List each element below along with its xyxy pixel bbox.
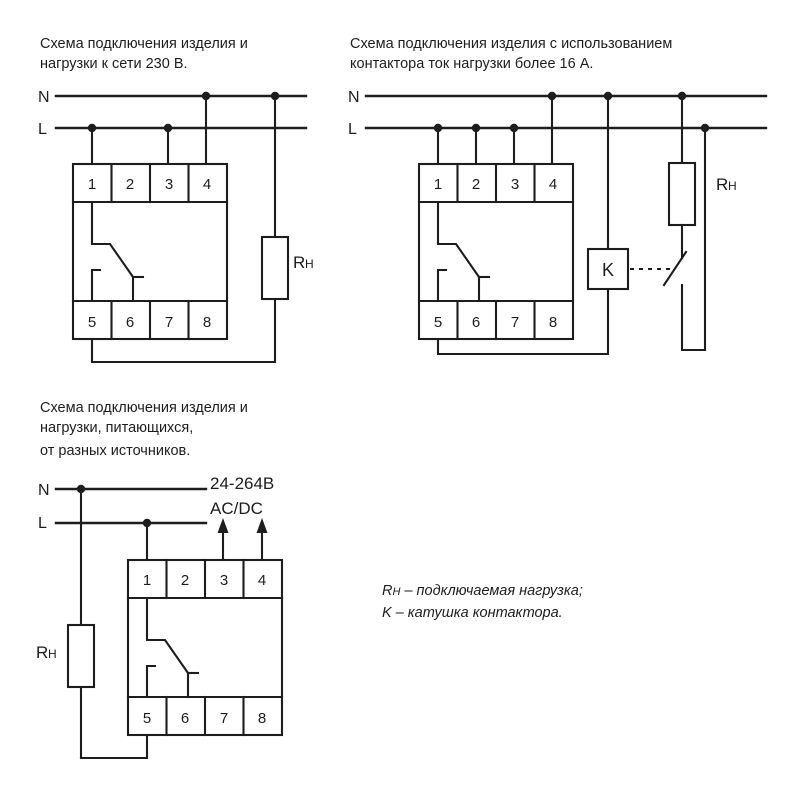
diagram-2-terminal-8: 8 xyxy=(549,314,557,331)
diagram-2-terminal-7: 7 xyxy=(511,314,519,331)
diagram-2-terminal-6: 6 xyxy=(472,314,480,331)
diagram-3-supply-arrow-t4-icon xyxy=(256,518,268,533)
diagram-1-terminal-6: 6 xyxy=(126,314,134,331)
diagram-2-junction-l-return xyxy=(700,123,710,133)
diagram-3-load-label-sub: H xyxy=(48,647,57,661)
legend-rh-main: R xyxy=(382,583,393,599)
diagram-3-terminal-7: 7 xyxy=(220,710,228,727)
diagram-1-junction-l1 xyxy=(87,123,97,133)
diagram-1-load-resistor xyxy=(260,235,290,301)
diagram-3-terminal-2: 2 xyxy=(181,572,189,589)
diagram-2-load-label: R xyxy=(716,175,728,194)
diagram-1-title-line-2: нагрузки к сети 230 В. xyxy=(40,56,188,72)
diagram-3-supply-arrow-t3-icon xyxy=(217,518,229,533)
diagram-2: Схема подключения изделия с использовани… xyxy=(348,36,768,356)
diagram-2-load-label-sub: H xyxy=(728,179,737,193)
diagram-2-relay-fixed-contact-t5 xyxy=(436,268,448,303)
diagram-3-relay-fixed-contact-t5 xyxy=(145,664,157,699)
diagram-3-relay-moving-contact xyxy=(145,596,190,675)
diagram-2-terminal-3: 3 xyxy=(511,176,519,193)
diagram-2-terminal-1: 1 xyxy=(434,176,442,193)
diagram-3-load-resistor xyxy=(66,623,96,689)
diagram-3-title-line-2: нагрузки, питающихся, xyxy=(40,420,193,436)
diagram-2-junction-n-load xyxy=(677,91,687,101)
diagram-1-junction-n-load xyxy=(270,91,280,101)
diagram-1-load-label: R xyxy=(293,253,305,272)
diagram-3-title-line-1: Схема подключения изделия и xyxy=(40,400,248,416)
diagram-3-terminal-6: 6 xyxy=(181,710,189,727)
diagram-3-rail-label-n: N xyxy=(38,482,50,499)
legend-line-2: K – катушка контактора. xyxy=(382,605,563,621)
diagram-2-rail-label-l: L xyxy=(348,121,357,138)
diagram-1-terminal-4: 4 xyxy=(203,176,211,193)
diagram-2-t5-to-coil-return xyxy=(436,286,610,356)
diagram-1-terminal-7: 7 xyxy=(165,314,173,331)
legend: RH – подключаемая нагрузка; K – катушка … xyxy=(382,583,583,621)
diagram-3-terminal-8: 8 xyxy=(258,710,266,727)
diagram-3: Схема подключения изделия и нагрузки, пи… xyxy=(36,400,284,760)
diagram-2-switch-to-return-wire xyxy=(680,283,707,352)
diagram-1-terminal-2: 2 xyxy=(126,176,134,193)
diagram-2-load-resistor xyxy=(667,161,697,227)
diagram-3-terminal-4: 4 xyxy=(258,572,266,589)
diagram-2-contactor-coil xyxy=(586,247,630,291)
diagram-1-rail-label-n: N xyxy=(38,89,50,106)
diagram-1-load-label-sub: H xyxy=(305,257,314,271)
diagram-2-terminal-4: 4 xyxy=(549,176,557,193)
diagram-1-relay-fixed-contact-t5 xyxy=(90,268,102,303)
legend-rh-rest: – подключаемая нагрузка; xyxy=(400,583,582,599)
diagram-1-junction-l3 xyxy=(163,123,173,133)
diagram-1-terminal-3: 3 xyxy=(165,176,173,193)
diagram-2-coil-label: K xyxy=(602,260,614,280)
diagram-1: Схема подключения изделия и нагрузки к с… xyxy=(38,36,314,364)
diagram-3-load-label: R xyxy=(36,643,48,662)
diagram-3-t5-to-load-return xyxy=(79,733,149,760)
diagram-3-rail-label-l: L xyxy=(38,515,47,532)
diagram-1-relay-moving-contact xyxy=(90,200,135,279)
diagram-2-rail-label-n: N xyxy=(348,89,360,106)
diagram-1-t5-to-load-return xyxy=(90,337,277,364)
diagram-1-rail-label-l: L xyxy=(38,121,47,138)
diagram-1-terminal-5: 5 xyxy=(88,314,96,331)
diagram-1-junction-n4 xyxy=(201,91,211,101)
diagram-2-junction-l2 xyxy=(471,123,481,133)
diagram-1-terminal-1: 1 xyxy=(88,176,96,193)
diagram-3-supply-label-1: 24-264В xyxy=(210,474,274,493)
diagram-3-supply-label-2: AC/DC xyxy=(210,499,263,518)
diagram-3-terminal-3: 3 xyxy=(220,572,228,589)
diagram-1-terminal-8: 8 xyxy=(203,314,211,331)
diagram-2-junction-n-coil xyxy=(603,91,613,101)
diagram-3-terminal-5: 5 xyxy=(143,710,151,727)
diagram-3-title-line-3: от разных источников. xyxy=(40,443,190,459)
diagram-2-terminal-2: 2 xyxy=(472,176,480,193)
diagram-2-junction-n4 xyxy=(547,91,557,101)
diagram-3-terminal-1: 1 xyxy=(143,572,151,589)
diagram-2-terminal-5: 5 xyxy=(434,314,442,331)
diagram-2-relay-moving-contact xyxy=(436,200,481,279)
legend-rh-sub: H xyxy=(392,586,400,598)
diagram-1-title-line-1: Схема подключения изделия и xyxy=(40,36,248,52)
diagram-2-title-line-2: контактора ток нагрузки более 16 А. xyxy=(350,56,593,72)
diagram-2-junction-l1 xyxy=(433,123,443,133)
legend-line-1: RH – подключаемая нагрузка; xyxy=(382,583,583,599)
diagram-2-title-line-1: Схема подключения изделия с использовани… xyxy=(350,36,672,52)
diagram-2-junction-l3 xyxy=(509,123,519,133)
